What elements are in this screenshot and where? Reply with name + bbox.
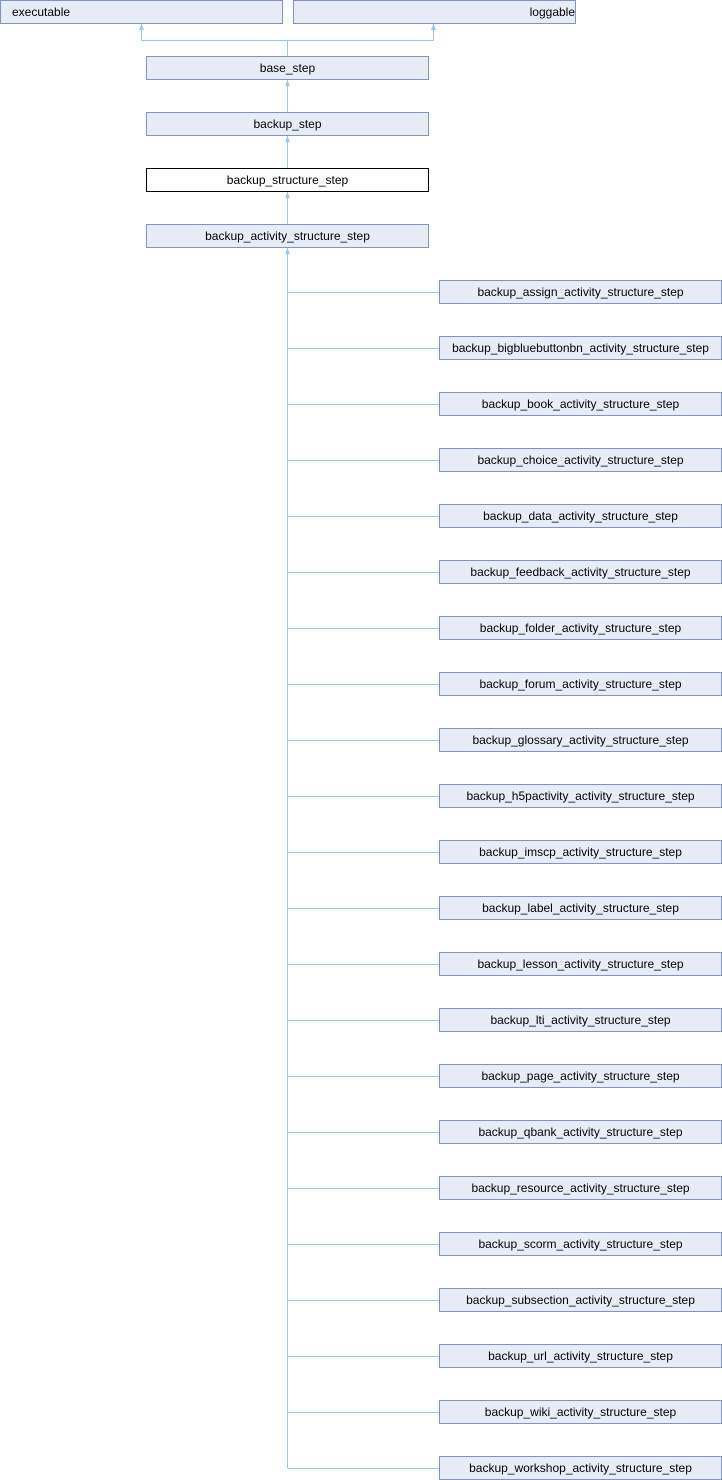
class-node-backup-lti-activity-structure-step[interactable]: backup_lti_activity_structure_step <box>439 1008 722 1032</box>
class-node-backup-imscp-activity-structure-step[interactable]: backup_imscp_activity_structure_step <box>439 840 722 864</box>
class-node-backup-assign-activity-structure-step[interactable]: backup_assign_activity_structure_step <box>439 280 722 304</box>
class-node-backup-glossary-activity-structure-step[interactable]: backup_glossary_activity_structure_step <box>439 728 722 752</box>
class-name-label: executable <box>12 5 71 19</box>
class-name-label: backup_workshop_activity_structure_step <box>469 1461 692 1475</box>
class-node-backup-lesson-activity-structure-step[interactable]: backup_lesson_activity_structure_step <box>439 952 722 976</box>
class-node-backup-wiki-activity-structure-step[interactable]: backup_wiki_activity_structure_step <box>439 1400 722 1424</box>
class-name-label: backup_resource_activity_structure_step <box>471 1181 690 1195</box>
class-name-label: backup_url_activity_structure_step <box>488 1349 673 1363</box>
class-node-loggable[interactable]: loggable <box>293 0 576 24</box>
class-name-label: backup_label_activity_structure_step <box>482 901 679 915</box>
class-name-label: backup_qbank_activity_structure_step <box>478 1125 683 1139</box>
class-node-backup-scorm-activity-structure-step[interactable]: backup_scorm_activity_structure_step <box>439 1232 722 1256</box>
class-name-label: backup_glossary_activity_structure_step <box>472 733 689 747</box>
class-node-backup-activity-structure-step[interactable]: backup_activity_structure_step <box>146 224 429 248</box>
class-name-label: backup_wiki_activity_structure_step <box>484 1405 677 1419</box>
class-node-backup-subsection-activity-structure-step[interactable]: backup_subsection_activity_structure_ste… <box>439 1288 722 1312</box>
class-name-label: backup_lti_activity_structure_step <box>490 1013 671 1027</box>
class-name-label: backup_imscp_activity_structure_step <box>479 845 682 859</box>
arrowhead-icon <box>285 136 290 142</box>
class-node-backup-label-activity-structure-step[interactable]: backup_label_activity_structure_step <box>439 896 722 920</box>
class-node-backup-h5pactivity-activity-structure-step[interactable]: backup_h5pactivity_activity_structure_st… <box>439 784 722 808</box>
class-node-backup-workshop-activity-structure-step[interactable]: backup_workshop_activity_structure_step <box>439 1456 722 1480</box>
class-node-backup-structure-step: backup_structure_step <box>146 168 429 192</box>
class-name-label: backup_feedback_activity_structure_step <box>470 565 691 579</box>
class-node-executable[interactable]: executable <box>0 0 283 24</box>
class-name-label: backup_book_activity_structure_step <box>481 397 680 411</box>
class-node-backup-step[interactable]: backup_step <box>146 112 429 136</box>
class-name-label: backup_step <box>253 117 322 131</box>
class-node-backup-bigbluebuttonbn-activity-structure-step[interactable]: backup_bigbluebuttonbn_activity_structur… <box>439 336 722 360</box>
arrowhead-icon <box>285 80 290 86</box>
class-node-backup-book-activity-structure-step[interactable]: backup_book_activity_structure_step <box>439 392 722 416</box>
arrowhead-icon <box>431 24 436 30</box>
class-name-label: base_step <box>259 61 316 75</box>
class-node-backup-url-activity-structure-step[interactable]: backup_url_activity_structure_step <box>439 1344 722 1368</box>
class-node-backup-feedback-activity-structure-step[interactable]: backup_feedback_activity_structure_step <box>439 560 722 584</box>
class-name-label: backup_activity_structure_step <box>205 229 370 243</box>
class-node-backup-page-activity-structure-step[interactable]: backup_page_activity_structure_step <box>439 1064 722 1088</box>
class-node-backup-data-activity-structure-step[interactable]: backup_data_activity_structure_step <box>439 504 722 528</box>
arrowhead-icon <box>139 24 144 30</box>
class-name-label: backup_folder_activity_structure_step <box>479 621 682 635</box>
arrowhead-icon <box>285 192 290 198</box>
class-name-label: backup_h5pactivity_activity_structure_st… <box>466 789 695 803</box>
class-name-label: backup_scorm_activity_structure_step <box>478 1237 683 1251</box>
class-name-label: backup_lesson_activity_structure_step <box>477 957 684 971</box>
class-name-label: backup_assign_activity_structure_step <box>477 285 684 299</box>
class-node-backup-folder-activity-structure-step[interactable]: backup_folder_activity_structure_step <box>439 616 722 640</box>
class-node-backup-qbank-activity-structure-step[interactable]: backup_qbank_activity_structure_step <box>439 1120 722 1144</box>
class-name-label: backup_bigbluebuttonbn_activity_structur… <box>452 341 709 355</box>
class-name-label: loggable <box>529 5 575 19</box>
class-name-label: backup_page_activity_structure_step <box>481 1069 680 1083</box>
class-name-label: backup_forum_activity_structure_step <box>479 677 682 691</box>
class-node-base-step[interactable]: base_step <box>146 56 429 80</box>
class-node-backup-resource-activity-structure-step[interactable]: backup_resource_activity_structure_step <box>439 1176 722 1200</box>
class-node-backup-choice-activity-structure-step[interactable]: backup_choice_activity_structure_step <box>439 448 722 472</box>
class-name-label: backup_choice_activity_structure_step <box>477 453 684 467</box>
class-node-backup-forum-activity-structure-step[interactable]: backup_forum_activity_structure_step <box>439 672 722 696</box>
class-name-label: backup_structure_step <box>226 173 349 187</box>
class-name-label: backup_subsection_activity_structure_ste… <box>466 1293 695 1307</box>
class-name-label: backup_data_activity_structure_step <box>483 509 678 523</box>
arrowhead-icon <box>285 248 290 254</box>
